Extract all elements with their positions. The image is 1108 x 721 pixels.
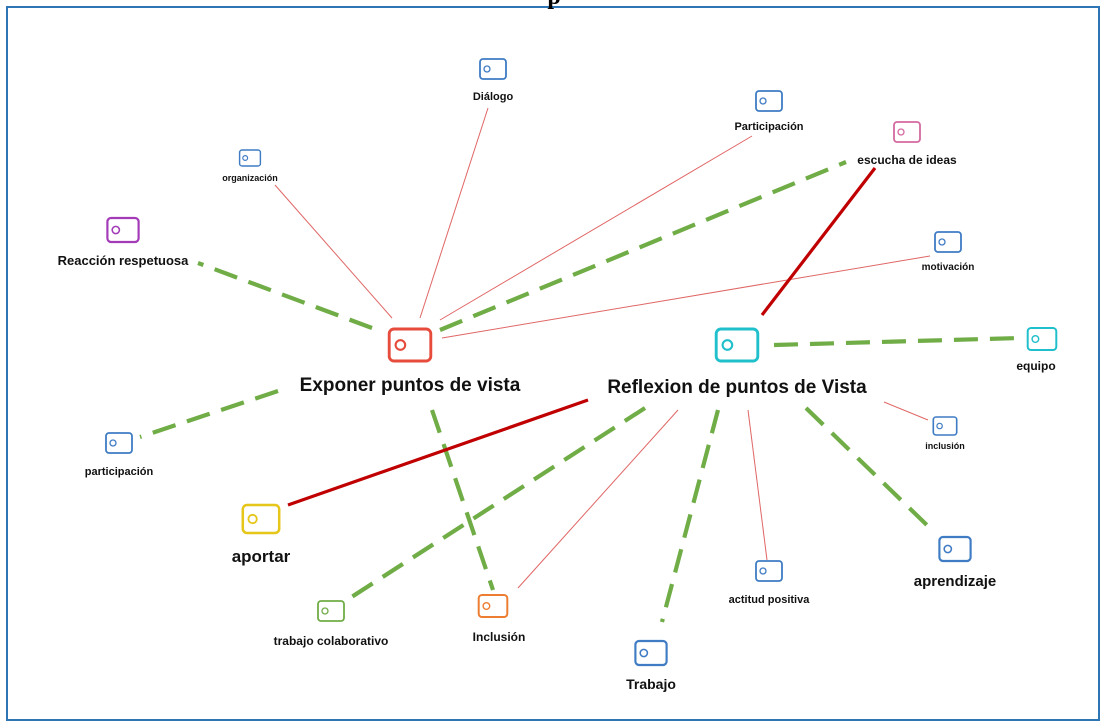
node-label: Trabajo — [626, 676, 676, 692]
tag-icon — [106, 216, 140, 244]
node-participacion-top[interactable]: Participación — [734, 90, 804, 133]
node-label: actitud positiva — [729, 594, 811, 606]
tag-icon — [477, 594, 509, 618]
tag-icon — [755, 560, 783, 582]
edge-reflexion-actitud — [747, 409, 768, 561]
tag-icon — [932, 416, 958, 436]
node-aportar[interactable]: aportar — [232, 503, 291, 566]
node-layer: Exponer puntos de vista Reflexion de punt… — [58, 58, 1058, 692]
node-escucha[interactable]: escucha de ideas — [857, 121, 957, 167]
tag-icon — [238, 149, 262, 167]
node-label: aportar — [232, 547, 291, 566]
edge-reflexion-aportar — [287, 398, 589, 507]
node-label: Exponer puntos de vista — [300, 375, 521, 396]
tag-icon — [938, 535, 972, 563]
edge-exponer-participacion_top — [439, 135, 753, 321]
node-inclusion-small[interactable]: inclusión — [925, 416, 965, 451]
node-label: escucha de ideas — [857, 153, 957, 167]
tag-icon — [387, 327, 433, 363]
node-trabajo-colab[interactable]: trabajo colaborativo — [274, 600, 389, 648]
node-label: Reacción respetuosa — [58, 253, 190, 268]
page-title-fragment: p — [0, 0, 1108, 11]
tag-icon — [1026, 327, 1058, 351]
node-organizacion[interactable]: organización — [222, 149, 278, 183]
node-label: Participación — [734, 121, 803, 133]
edge-reflexion-trabajo_colab — [348, 406, 647, 600]
node-motivacion[interactable]: motivación — [922, 231, 975, 273]
node-label: organización — [222, 173, 278, 183]
tag-icon — [241, 503, 281, 535]
edge-reflexion-escucha — [760, 167, 877, 316]
tag-icon — [934, 231, 962, 253]
edge-reflexion-inclusion_small — [883, 401, 929, 421]
node-actitud[interactable]: actitud positiva — [729, 560, 811, 606]
node-inclusion[interactable]: Inclusión — [473, 594, 526, 644]
edge-exponer-inclusion — [430, 409, 495, 591]
tag-icon — [317, 600, 345, 622]
edge-exponer-participacion_left — [139, 389, 279, 439]
node-label: trabajo colaborativo — [274, 634, 389, 648]
node-participacion-left[interactable]: participación — [85, 432, 154, 478]
tag-icon — [105, 432, 133, 454]
node-equipo[interactable]: equipo — [1016, 327, 1058, 373]
node-label: aprendizaje — [914, 573, 997, 590]
edge-reflexion-aprendizaje — [804, 406, 934, 532]
edge-exponer-organizacion — [274, 184, 393, 319]
tag-icon — [893, 121, 921, 143]
edge-reflexion-equipo — [773, 335, 1021, 348]
node-reflexion[interactable]: Reflexion de puntos de Vista — [607, 327, 867, 398]
node-reaccion[interactable]: Reacción respetuosa — [58, 216, 190, 268]
edge-reflexion-inclusion — [517, 409, 679, 589]
edge-exponer-motivacion — [441, 255, 931, 339]
node-dialogo[interactable]: Diálogo — [473, 58, 514, 103]
node-label: Diálogo — [473, 91, 514, 103]
edge-exponer-escucha — [439, 160, 847, 332]
node-label: participación — [85, 466, 154, 478]
node-label: Inclusión — [473, 630, 526, 644]
edge-reflexion-trabajo — [659, 409, 721, 623]
edge-exponer-dialogo — [419, 107, 489, 319]
node-aprendizaje[interactable]: aprendizaje — [914, 535, 997, 590]
node-label: inclusión — [925, 441, 965, 451]
edge-layer — [139, 107, 1021, 623]
edge-exponer-reaccion — [197, 261, 373, 330]
node-label: motivación — [922, 262, 975, 273]
node-label: Reflexion de puntos de Vista — [607, 377, 867, 398]
tag-icon — [634, 639, 668, 667]
tag-icon — [479, 58, 507, 80]
node-trabajo[interactable]: Trabajo — [626, 639, 676, 692]
tag-icon — [714, 327, 760, 363]
tag-icon — [755, 90, 783, 112]
node-label: equipo — [1016, 359, 1055, 373]
node-exponer[interactable]: Exponer puntos de vista — [300, 327, 521, 396]
